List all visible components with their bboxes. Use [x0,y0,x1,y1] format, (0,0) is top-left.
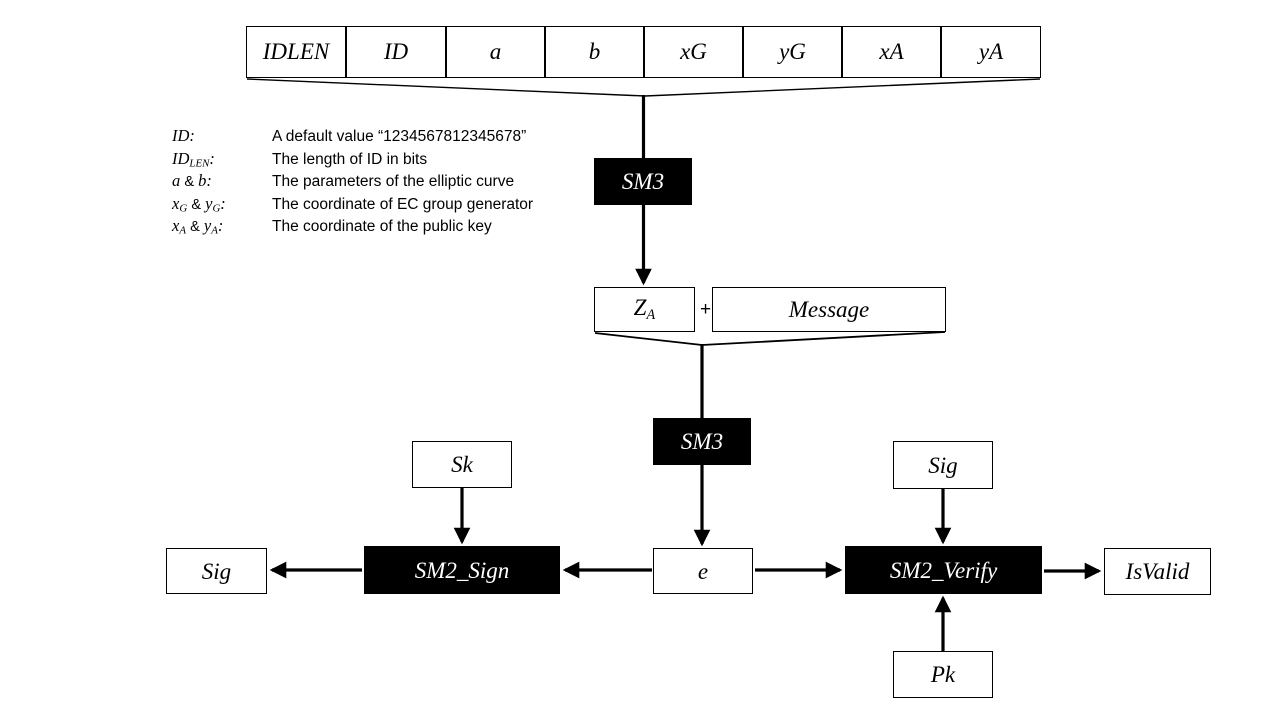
e-label: e [697,558,709,584]
sm3-mid-box[interactable]: SM3 [653,418,751,465]
table-cell-a: a [446,26,545,78]
subscript: A [889,39,904,64]
sk-label: Sk [451,452,473,477]
message-label: Message [788,297,870,322]
table-cell-label: xG [680,39,707,64]
table-cell-label: yA [978,39,1004,64]
legend-row: xA & yA: The coordinate of the public ke… [172,216,533,239]
table-cell-label: xA [879,39,904,64]
concat-operator: + [700,299,712,320]
table-cell-ya: yA [941,26,1041,78]
sm3-top-box[interactable]: SM3 [594,158,692,205]
table-cell-yg: yG [743,26,842,78]
table-cell-xg: xG [644,26,743,78]
legend-row: a & b: The parameters of the elliptic cu… [172,171,533,194]
table-cell-id: ID [346,26,446,78]
z-a-label: ZA [633,295,656,324]
sm3-mid-label: SM3 [680,429,724,454]
table-cell-b: b [545,26,644,78]
legend-value: The length of ID in bits [272,150,428,168]
legend-key: IDLEN: [172,148,215,170]
sig-output-label: Sig [201,558,232,584]
sm2-verify-label: SM2_Verify [889,557,998,583]
sm3-top-label: SM3 [621,169,665,194]
table-cell-label: b [588,39,601,64]
legend-row: xG & yG: The coordinate of EC group gene… [172,194,533,217]
subscript: G [690,39,707,64]
sk-box[interactable]: Sk [412,441,512,488]
e-box[interactable]: e [653,548,753,594]
table-cell-label: yG [779,39,806,64]
funnel-message-to-sm3 [594,331,946,346]
sig-input-box[interactable]: Sig [893,441,993,489]
is-valid-label: IsValid [1125,559,1190,584]
sm2-sign-label: SM2_Sign [414,557,510,583]
sm2-sign-box[interactable]: SM2_Sign [364,546,560,594]
legend-value: The parameters of the elliptic curve [272,173,515,190]
legend-key: a & b: [172,171,212,190]
pk-box[interactable]: Pk [893,651,993,698]
pk-label: Pk [930,662,956,687]
sm2-verify-box[interactable]: SM2_Verify [845,546,1042,594]
table-cell-id-len: IDLEN [246,26,346,78]
table-cell-label: IDLEN [262,39,330,64]
z-a-box[interactable]: ZA [594,287,695,332]
legend: ID: A default value “1234567812345678” I… [172,126,533,239]
table-cell-label: ID [383,39,409,64]
sig-output-box[interactable]: Sig [166,548,267,594]
sig-input-label: Sig [928,452,958,478]
legend-value: A default value “1234567812345678” [272,128,527,145]
legend-key: ID: [172,126,195,145]
legend-row: ID: A default value “1234567812345678” [172,126,533,149]
legend-value: The coordinate of the public key [272,218,492,235]
subscript: A [989,39,1004,64]
subscript: G [789,39,806,64]
legend-row: IDLEN: The length of ID in bits [172,149,533,172]
legend-key: xA & yA: [172,216,224,237]
funnel-table-to-sm3 [246,78,1041,97]
legend-value: The coordinate of EC group generator [272,195,534,213]
table-cell-xa: xA [842,26,941,78]
subscript: A [646,307,656,324]
message-box[interactable]: Message [712,287,946,332]
is-valid-box[interactable]: IsValid [1104,548,1211,595]
subscript: LEN [287,39,330,64]
legend-key: xG & yG: [172,193,226,215]
table-cell-label: a [489,39,502,64]
